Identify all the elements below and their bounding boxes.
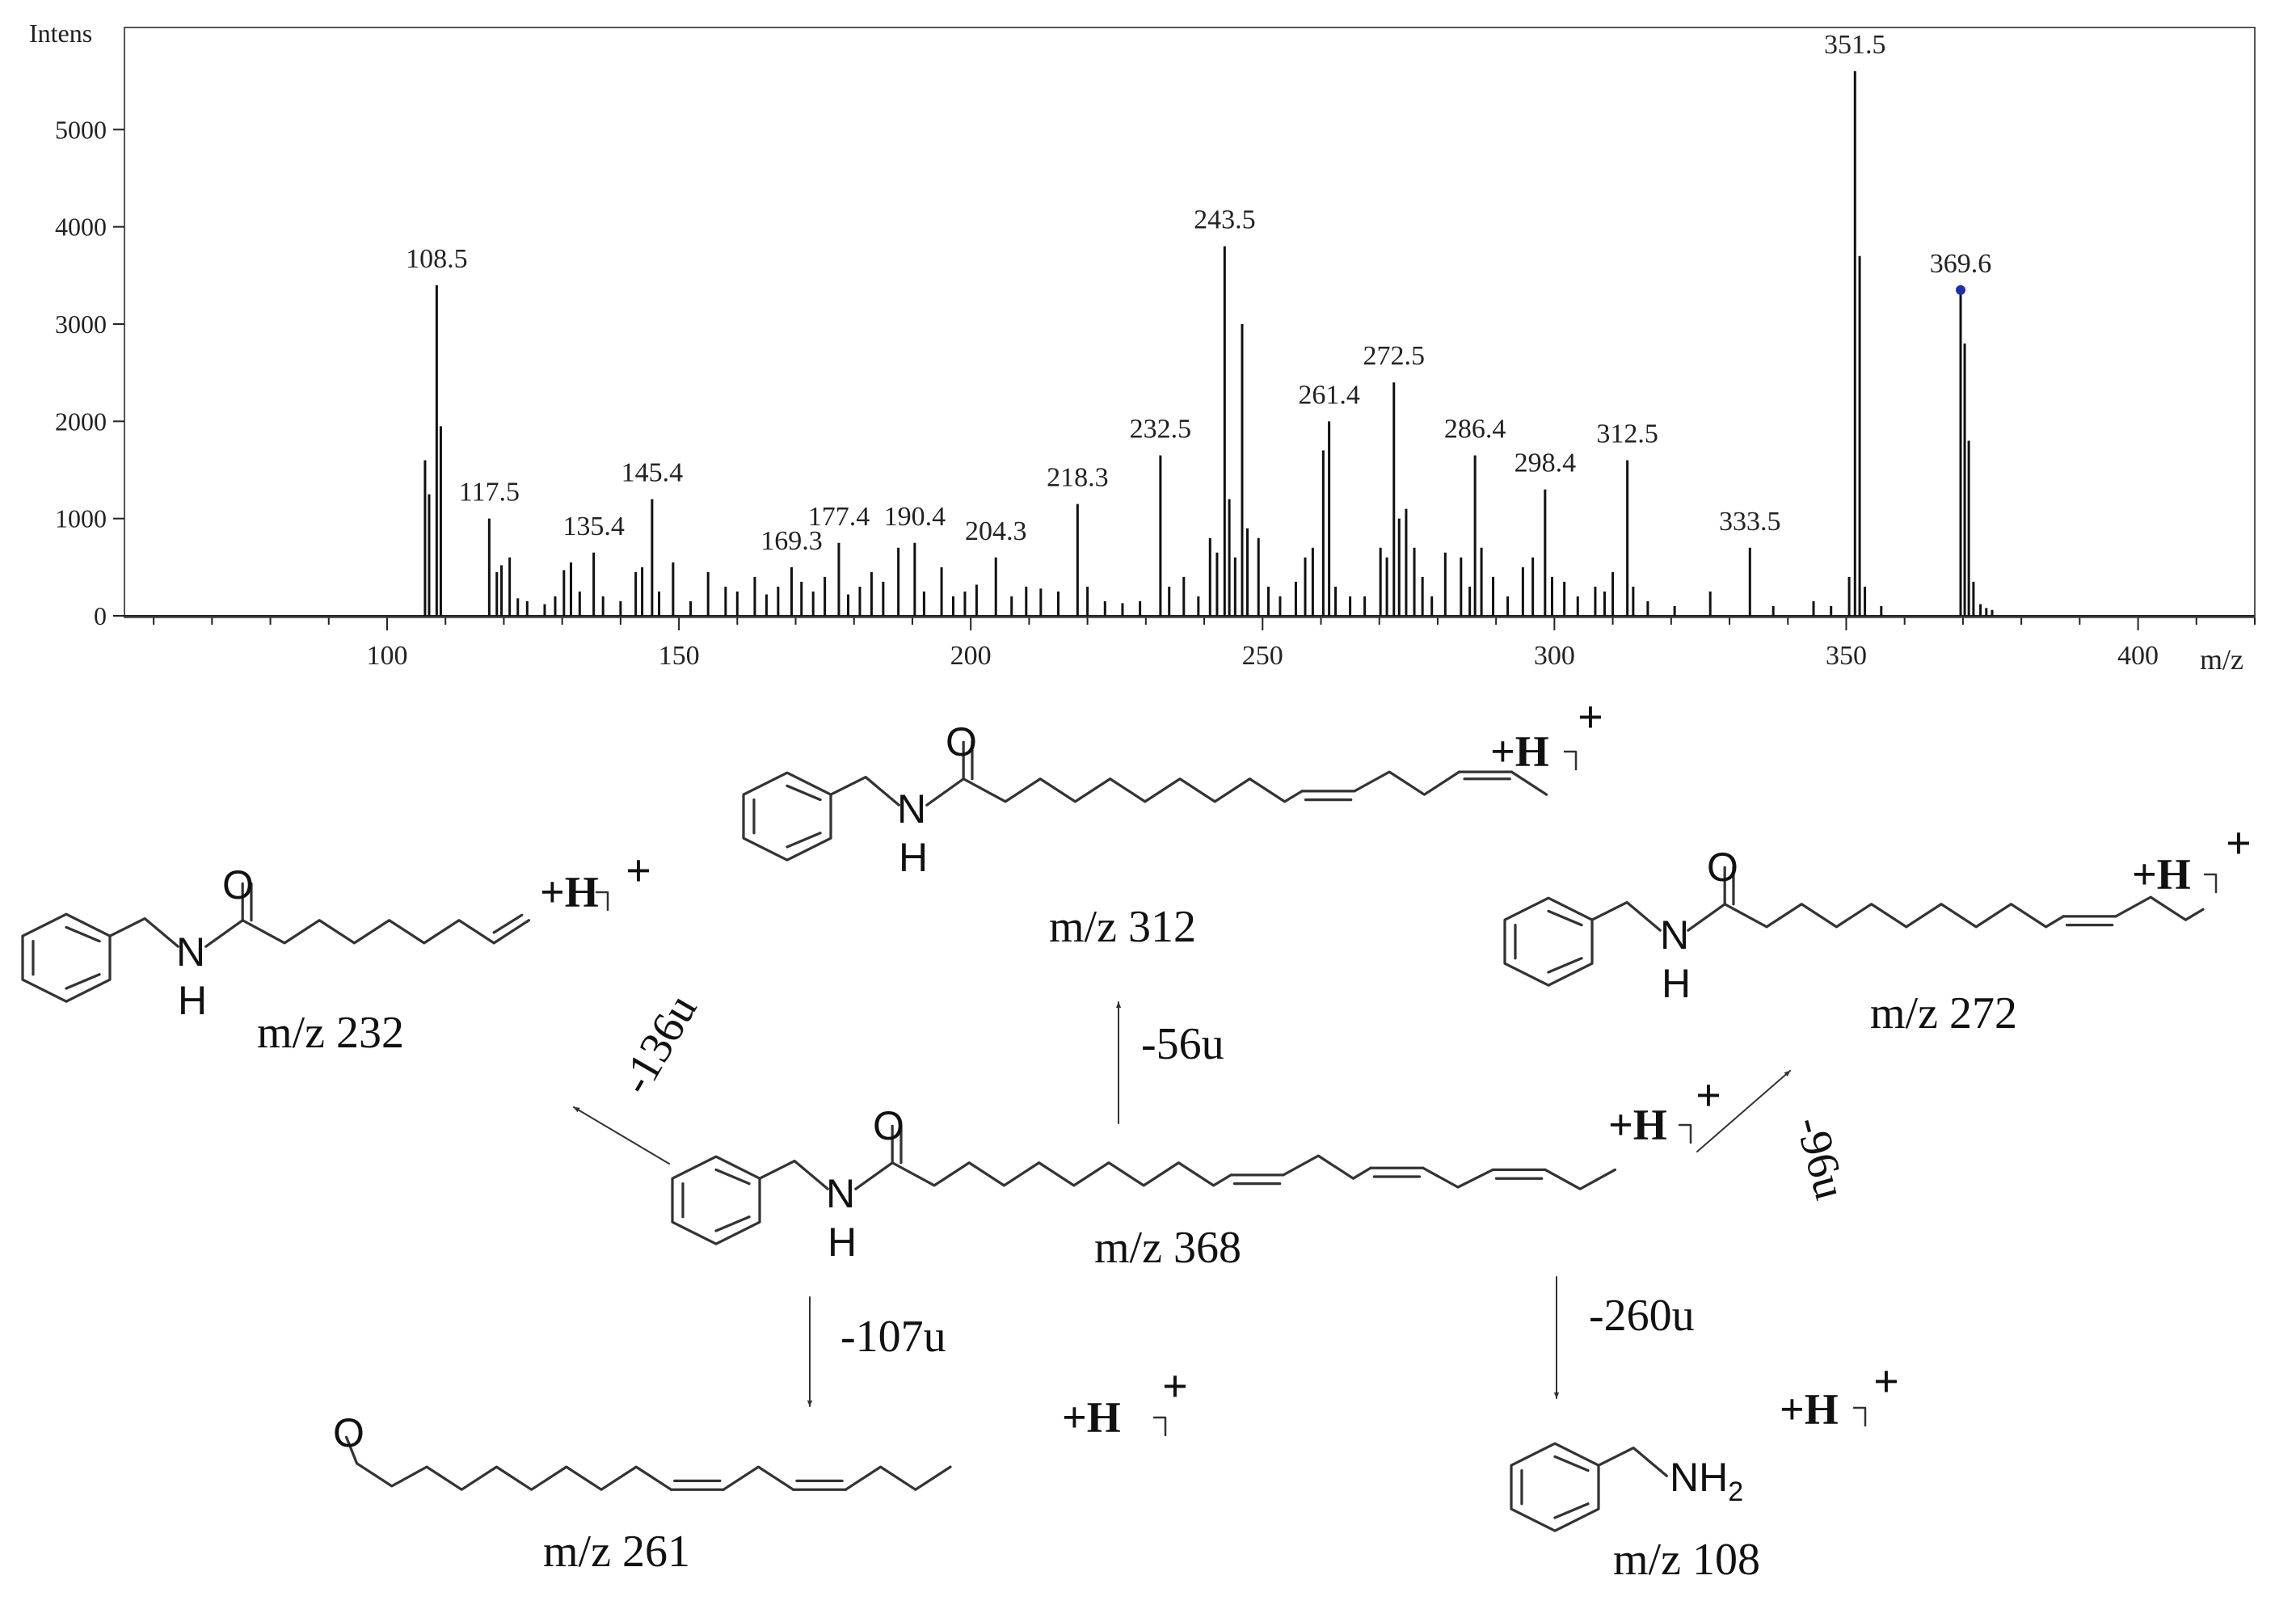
loss-107u: -107u [840,1312,946,1362]
peak-label: 333.5 [1719,507,1781,537]
x-tick-label: 350 [1826,641,1867,671]
peak-label: 369.6 [1930,249,1992,279]
atom-N-m232: N [176,929,205,975]
peak-label: 145.4 [621,458,684,488]
plot-frame [124,27,2256,618]
bracket-m261 [1152,1416,1167,1437]
peak-label: 135.4 [562,512,625,541]
atom-O-m261: O [333,1410,364,1455]
peak-label: 232.5 [1130,414,1192,444]
spectrum-peaks [124,71,2255,617]
atom-O-m232: O [222,862,254,908]
peak-label: 108.5 [406,244,468,274]
structure-m312 [742,740,1548,861]
atom-H-m368: H [828,1220,857,1265]
y-tick-label: 0 [94,601,107,630]
peak-label: 261.4 [1298,380,1360,410]
label-m232: m/z 232 [257,1008,404,1058]
charge-m232: + [626,846,651,896]
structure-m108 [1510,1442,1668,1532]
x-tick-label: 300 [1534,641,1575,671]
label-m108: m/z 108 [1613,1535,1760,1585]
peak-label: 243.5 [1194,205,1256,235]
atom-N-m272: N [1660,912,1689,958]
x-tick-label: 100 [366,641,407,671]
charge-m261: + [1162,1362,1188,1412]
bracket-m232 [595,891,609,912]
arrow-to-m272 [1696,1070,1791,1152]
charge-m312: + [1578,693,1603,743]
x-axis-label: m/z [2200,643,2243,676]
atom-O-m272: O [1707,845,1738,890]
structure-m368 [671,1124,1617,1245]
x-tick-label: 200 [950,641,992,671]
loss-136u: -136u [611,986,707,1102]
atom-N-m368: N [826,1171,855,1216]
fragmentation-scheme: O N H O N H [21,719,2218,1532]
proton-labels: +H + +H + +H + +H + +H + +H + [540,693,2252,1442]
bracket-m312 [1563,750,1578,771]
bracket-m368 [1678,1123,1692,1144]
y-tick-label: 5000 [55,115,107,144]
atom-O-m312: O [946,719,977,765]
charge-m368: + [1696,1071,1721,1121]
atom-H-m312: H [899,835,928,880]
proton-m232: +H [540,868,599,916]
arrow-to-m232 [573,1106,670,1165]
proton-m368: +H [1608,1101,1667,1149]
atom-NH2-m108: NH2 [1670,1455,1743,1507]
y-tick-label: 2000 [55,407,107,436]
charge-m272: + [2226,819,2252,869]
atom-H-m232: H [178,978,207,1023]
peak-label: 117.5 [459,478,520,508]
structure-m232 [21,882,531,1003]
mz-labels: m/z 312 m/z 232 m/z 272 m/z 368 m/z 261 … [257,902,2017,1585]
y-axis-label: Intens [29,19,92,48]
peak-label: 312.5 [1596,419,1658,449]
bracket-m272 [2203,873,2218,894]
peak-label: 351.5 [1824,30,1886,60]
y-tick-label: 4000 [55,213,107,242]
peak-label: 218.3 [1047,463,1109,493]
peak-label: 190.4 [884,502,946,532]
x-tick-label: 150 [659,641,700,671]
structure-m261 [345,1435,952,1491]
peak-label: 177.4 [808,502,870,532]
loss-56u: -56u [1141,1019,1224,1069]
peak-label: 169.3 [760,526,823,556]
peak-label: 286.4 [1444,414,1506,444]
mass-spectrum-chart: 0 1000 2000 3000 4000 5000 100 150 200 250 300 350… [29,19,2256,676]
loss-labels: -56u -136u -96u -107u -260u [611,986,1856,1362]
proton-m261: +H [1062,1393,1121,1442]
atom-H-m272: H [1662,961,1691,1006]
peak-label: 204.3 [965,516,1027,546]
y-tick-label: 1000 [55,504,107,533]
bracket-m108 [1852,1406,1867,1427]
atom-O-m368: O [873,1103,904,1148]
charge-m108: + [1873,1357,1899,1407]
y-axis-ticks: 0 1000 2000 3000 4000 5000 [55,115,124,630]
y-tick-label: 3000 [55,310,107,339]
peak-label: 298.4 [1515,449,1577,478]
label-m261: m/z 261 [543,1527,690,1577]
loss-96u: -96u [1785,1111,1855,1204]
x-tick-label: 400 [2117,641,2159,671]
proton-m312: +H [1490,727,1549,776]
label-m368: m/z 368 [1094,1223,1241,1273]
x-tick-label: 250 [1242,641,1283,671]
peak-label: 272.5 [1363,341,1426,371]
label-m272: m/z 272 [1870,988,2017,1038]
x-axis-ticks: 100 150 200 250 300 350 400 [153,617,2256,671]
structure-m272 [1503,866,2205,987]
loss-260u: -260u [1589,1291,1695,1341]
label-m312: m/z 312 [1049,902,1196,952]
proton-m108: +H [1780,1385,1839,1434]
precursor-marker [1956,284,1966,295]
atom-N-m312: N [897,786,926,832]
proton-m272: +H [2132,850,2191,899]
